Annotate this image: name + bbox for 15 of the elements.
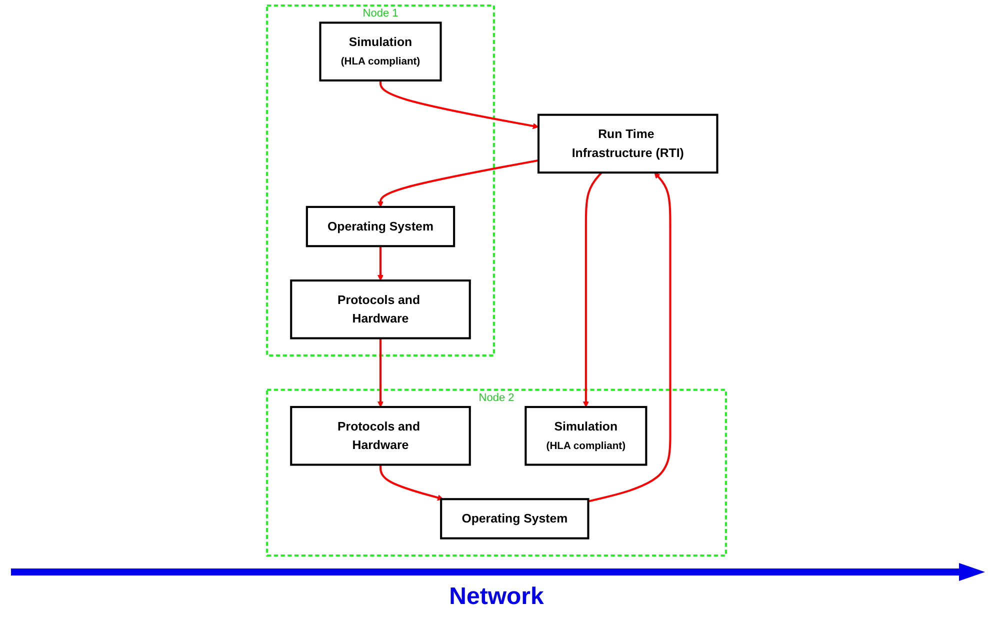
node-box: Protocols and Hardware: [290, 279, 471, 340]
arrow: [377, 338, 384, 408]
arrow: [379, 80, 539, 130]
node-box: Simulation (HLA compliant): [524, 406, 648, 466]
node-box: Operating System: [306, 206, 456, 248]
node-box: Operating System: [440, 498, 590, 540]
arrow: [588, 172, 672, 502]
node-box: Simulation (HLA compliant): [319, 22, 442, 82]
arrow: [379, 464, 444, 501]
node-box: Protocols and Hardware: [290, 406, 471, 466]
arrow: [377, 159, 539, 208]
node-box: Run Time Infrastructure (RTI): [537, 114, 718, 174]
network-label: Network: [449, 583, 544, 611]
arrow: [377, 246, 384, 281]
arrow: [582, 172, 602, 408]
